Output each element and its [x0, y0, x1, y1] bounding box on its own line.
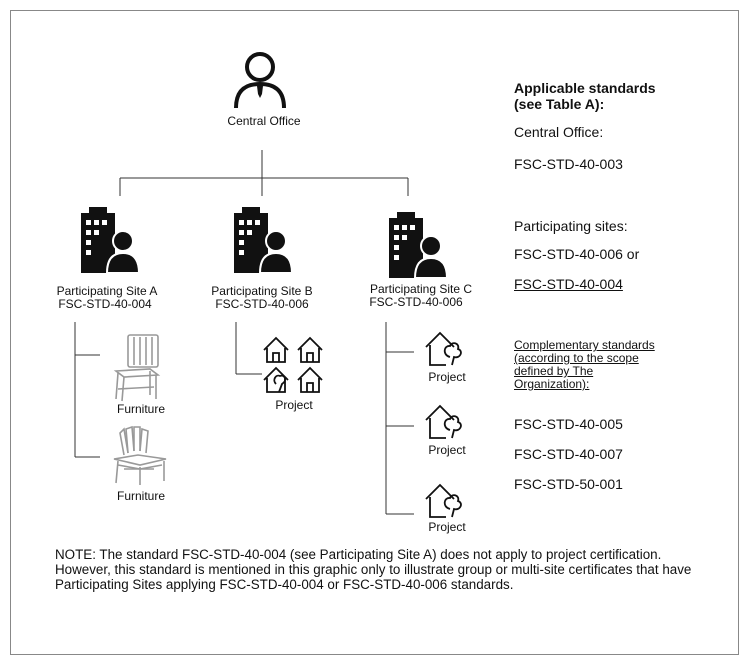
standards-heading-line1: Applicable standards: [514, 80, 656, 96]
participating-sites-standard-2: FSC-STD-40-004: [514, 276, 623, 292]
standards-heading-line2: (see Table A):: [514, 96, 605, 112]
complementary-standard-1: FSC-STD-40-005: [514, 416, 623, 432]
participating-sites-standard-1: FSC-STD-40-006 or: [514, 246, 640, 262]
chair-icon: [113, 334, 161, 402]
central-office-standard-label: Central Office:: [514, 124, 604, 140]
adirondack-chair-icon: [113, 425, 167, 485]
complementary-standard-3: FSC-STD-50-001: [514, 476, 623, 492]
complementary-standard-2: FSC-STD-40-007: [514, 446, 623, 462]
building-person-icon: [389, 212, 449, 279]
complementary-heading-line4: Organization):: [514, 377, 590, 391]
participating-sites-label: Participating sites:: [514, 218, 628, 234]
site-c-name: Participating Site C: [369, 282, 473, 296]
complementary-heading-line3: defined by The: [514, 364, 594, 378]
site-c-child-3-label: Project: [428, 520, 466, 534]
note-text: NOTE: The standard FSC-STD-40-004 (see P…: [55, 547, 692, 592]
person-icon: [234, 52, 286, 109]
complementary-heading-line1: Complementary standards: [514, 338, 655, 352]
houses-icon: [263, 336, 323, 393]
house-tree-icon: [425, 331, 462, 366]
site-a-name: Participating Site A: [56, 284, 158, 298]
site-b-child-label: Project: [275, 398, 313, 412]
site-a-child-1-label: Furniture: [116, 402, 166, 416]
site-c-standard: FSC-STD-40-006: [369, 295, 463, 309]
site-a-child-2-label: Furniture: [116, 489, 166, 503]
site-c-child-2-label: Project: [428, 443, 466, 457]
site-c-child-1-label: Project: [428, 370, 466, 384]
diagram-frame: [10, 10, 739, 655]
house-tree-icon: [425, 404, 462, 439]
site-a-standard: FSC-STD-40-004: [58, 297, 152, 311]
house-tree-icon: [425, 483, 462, 518]
building-person-icon: [234, 207, 294, 274]
complementary-heading-line2: (according to the scope: [514, 351, 639, 365]
site-b-name: Participating Site B: [211, 284, 313, 298]
central-office-label: Central Office: [227, 114, 301, 128]
building-person-icon: [81, 207, 141, 274]
central-office-standard: FSC-STD-40-003: [514, 156, 623, 172]
site-b-standard: FSC-STD-40-006: [215, 297, 309, 311]
